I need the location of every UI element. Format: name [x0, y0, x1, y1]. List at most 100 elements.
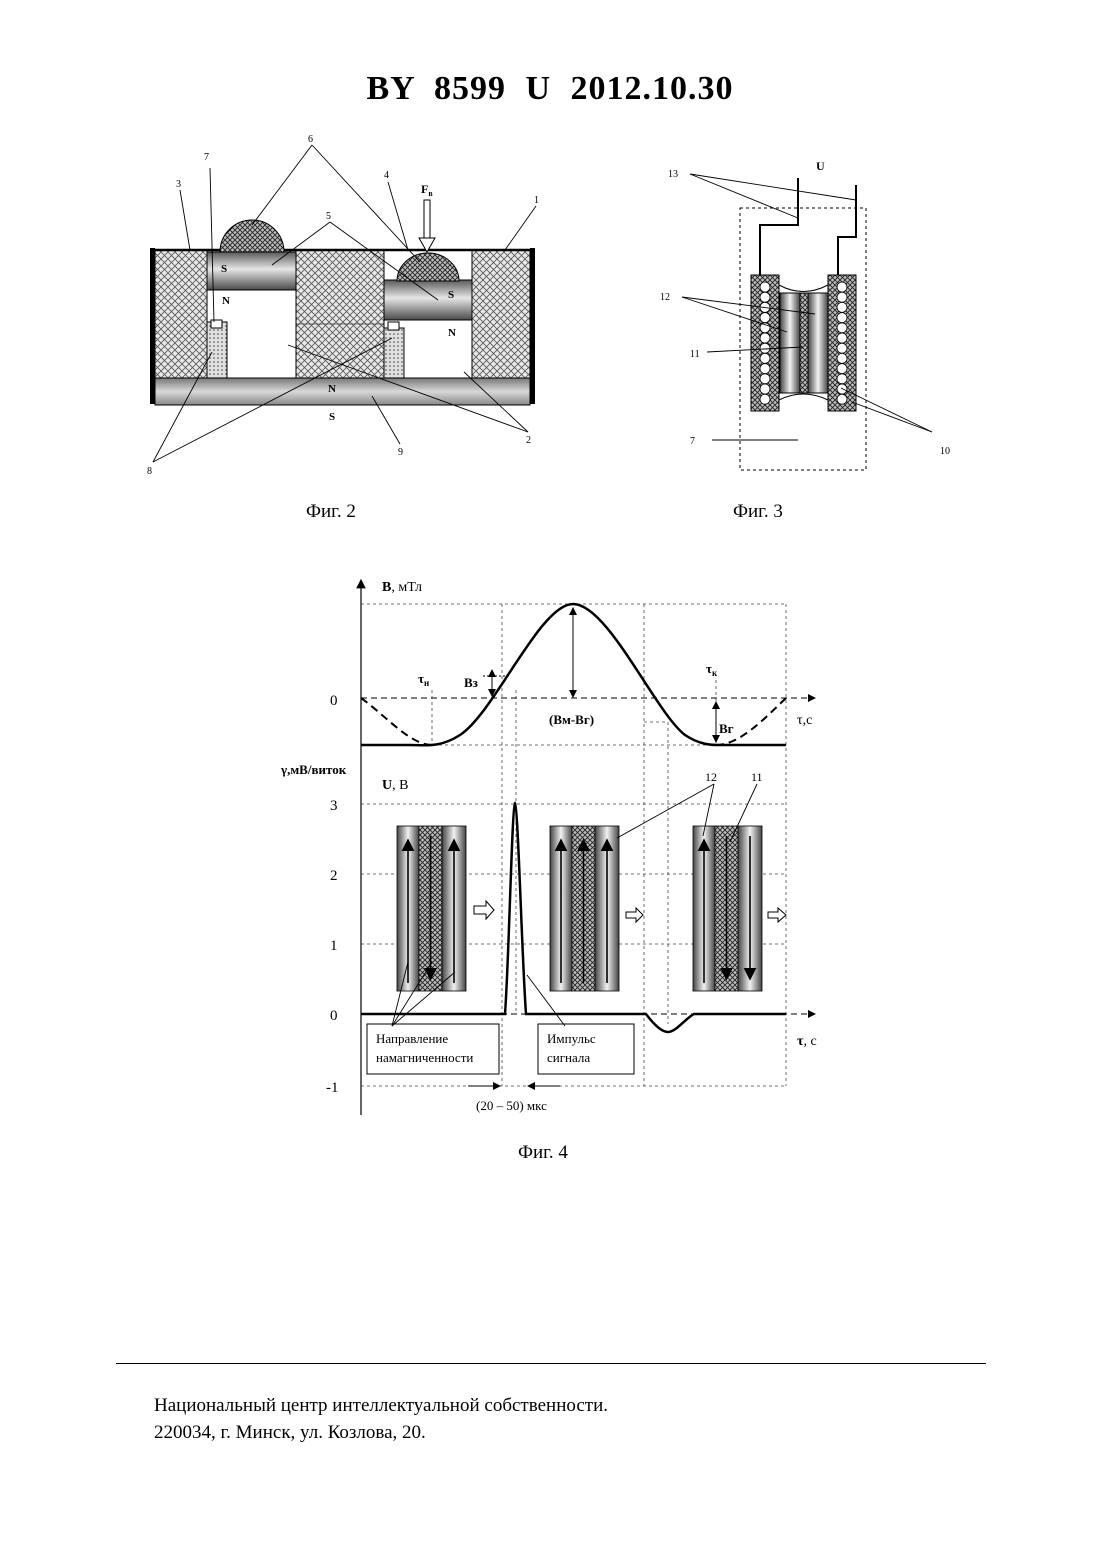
coil-turn: [837, 313, 847, 323]
coil-top-curve: [779, 285, 828, 292]
coil-turn: [760, 333, 770, 343]
coil-turn: [837, 374, 847, 384]
side-wall-left: [150, 248, 155, 404]
svg-text:1: 1: [330, 938, 338, 954]
svg-text:4: 4: [384, 170, 389, 181]
contact-right: [388, 322, 399, 330]
tau-start-label: τн: [418, 671, 429, 688]
pulse-line2: сигнала: [547, 1050, 590, 1065]
sensor-left: [207, 322, 227, 378]
svg-text:1: 1: [534, 195, 539, 206]
wire-rod-left: [780, 293, 800, 393]
bz-label: Вз: [464, 675, 478, 690]
coil-turn: [837, 384, 847, 394]
coil-turn: [837, 343, 847, 353]
figure-3: U 13 12 11 7 10 Фиг. 3: [660, 159, 950, 522]
svg-text:0: 0: [330, 1008, 338, 1024]
pole-n-right: N: [448, 327, 456, 339]
figure-2: Fв S N S N N S 6 7 3 4: [147, 134, 539, 522]
bg-label: Вг: [719, 721, 734, 736]
side-wall-right: [530, 248, 535, 404]
coil-turn: [760, 292, 770, 302]
coil-turn: [760, 282, 770, 292]
svg-text:8: 8: [147, 466, 152, 477]
contact-left: [211, 320, 222, 328]
housing-block-middle: [296, 250, 384, 378]
force-arrow-shaft: [424, 200, 430, 240]
coil-turn: [760, 394, 770, 404]
svg-text:7: 7: [204, 152, 209, 163]
pole-n-left: N: [222, 295, 230, 307]
figure-4: B, мТл 0 τ,с τн τк Вз (Вм-Вг) Вг γ,мВ/ви…: [280, 580, 817, 1163]
coil-turn: [837, 292, 847, 302]
coil-turn: [760, 353, 770, 363]
svg-text:3: 3: [176, 179, 181, 190]
label-12: 12: [705, 770, 717, 784]
svg-text:3: 3: [330, 798, 338, 814]
label-11: 11: [751, 770, 763, 784]
sensor-right: [384, 328, 404, 378]
footer-line-2: 220034, г. Минск, ул. Козлова, 20.: [154, 1419, 608, 1446]
svg-text:6: 6: [308, 134, 313, 145]
fig3-caption: Фиг. 3: [733, 501, 783, 522]
wire-rod-right: [808, 293, 828, 393]
svg-text:11: 11: [690, 349, 700, 360]
footer-line-1: Национальный центр интеллектуальной собс…: [154, 1392, 608, 1419]
pole-n-base: N: [328, 383, 336, 395]
svg-text:2: 2: [526, 435, 531, 446]
svg-text:2: 2: [330, 868, 338, 884]
footer-rule: [116, 1363, 986, 1364]
coil-turn: [837, 302, 847, 312]
b-curve-dashed-left: [361, 698, 432, 745]
interval-label: (20 – 50) мкс: [476, 1098, 547, 1113]
bottom-xlabel: τ, с: [797, 1034, 817, 1049]
top-xlabel: τ,с: [797, 713, 812, 728]
coil-turn: [760, 343, 770, 353]
fig4-caption: Фиг. 4: [518, 1142, 568, 1163]
svg-text:12: 12: [660, 292, 670, 303]
coil-turn: [837, 282, 847, 292]
svg-text:-1: -1: [326, 1080, 339, 1096]
pole-s-right: S: [448, 289, 454, 301]
wire-diagrams: [397, 826, 762, 991]
bottom-ticks: 3 2 1 0 -1: [326, 798, 339, 1096]
pole-s-base: S: [329, 411, 335, 423]
coil-turn: [760, 384, 770, 394]
housing-block-right: [472, 250, 530, 378]
footer: Национальный центр интеллектуальной собс…: [154, 1392, 608, 1446]
wire-left: [760, 178, 798, 288]
coil-turn: [837, 364, 847, 374]
coil-turn: [837, 353, 847, 363]
coil-turn: [837, 323, 847, 333]
coil-turn: [760, 313, 770, 323]
svg-text:13: 13: [668, 169, 678, 180]
coil-turn: [837, 333, 847, 343]
top-zero: 0: [330, 693, 338, 709]
svg-text:5: 5: [326, 211, 331, 222]
tau-end-label: τк: [706, 661, 718, 678]
housing-block-left: [155, 250, 207, 378]
wire-right: [838, 185, 856, 288]
wire-core: [800, 293, 808, 393]
gamma-ylabel: γ,мВ/виток: [280, 762, 347, 777]
u-ylabel: U, В: [382, 778, 408, 793]
pole-s-left: S: [221, 263, 227, 275]
magnetization-line1: Направление: [376, 1031, 448, 1046]
fig2-caption: Фиг. 2: [306, 501, 356, 522]
coil-turn: [837, 394, 847, 404]
coil-turn: [760, 364, 770, 374]
force-label: Fв: [421, 182, 433, 198]
svg-text:7: 7: [690, 436, 695, 447]
coil-turn: [760, 374, 770, 384]
pulse-line1: Импульс: [547, 1031, 596, 1046]
magnet-right: [384, 280, 472, 320]
fig3-voltage: U: [816, 159, 825, 173]
bm-bg-label: (Вм-Вг): [549, 712, 594, 727]
top-ylabel: B, мТл: [382, 580, 422, 595]
svg-text:9: 9: [398, 447, 403, 458]
base-magnet-plate: [155, 378, 530, 405]
coil-bottom-curve: [779, 394, 828, 400]
svg-text:10: 10: [940, 446, 950, 457]
magnetization-line2: намагниченности: [376, 1050, 473, 1065]
